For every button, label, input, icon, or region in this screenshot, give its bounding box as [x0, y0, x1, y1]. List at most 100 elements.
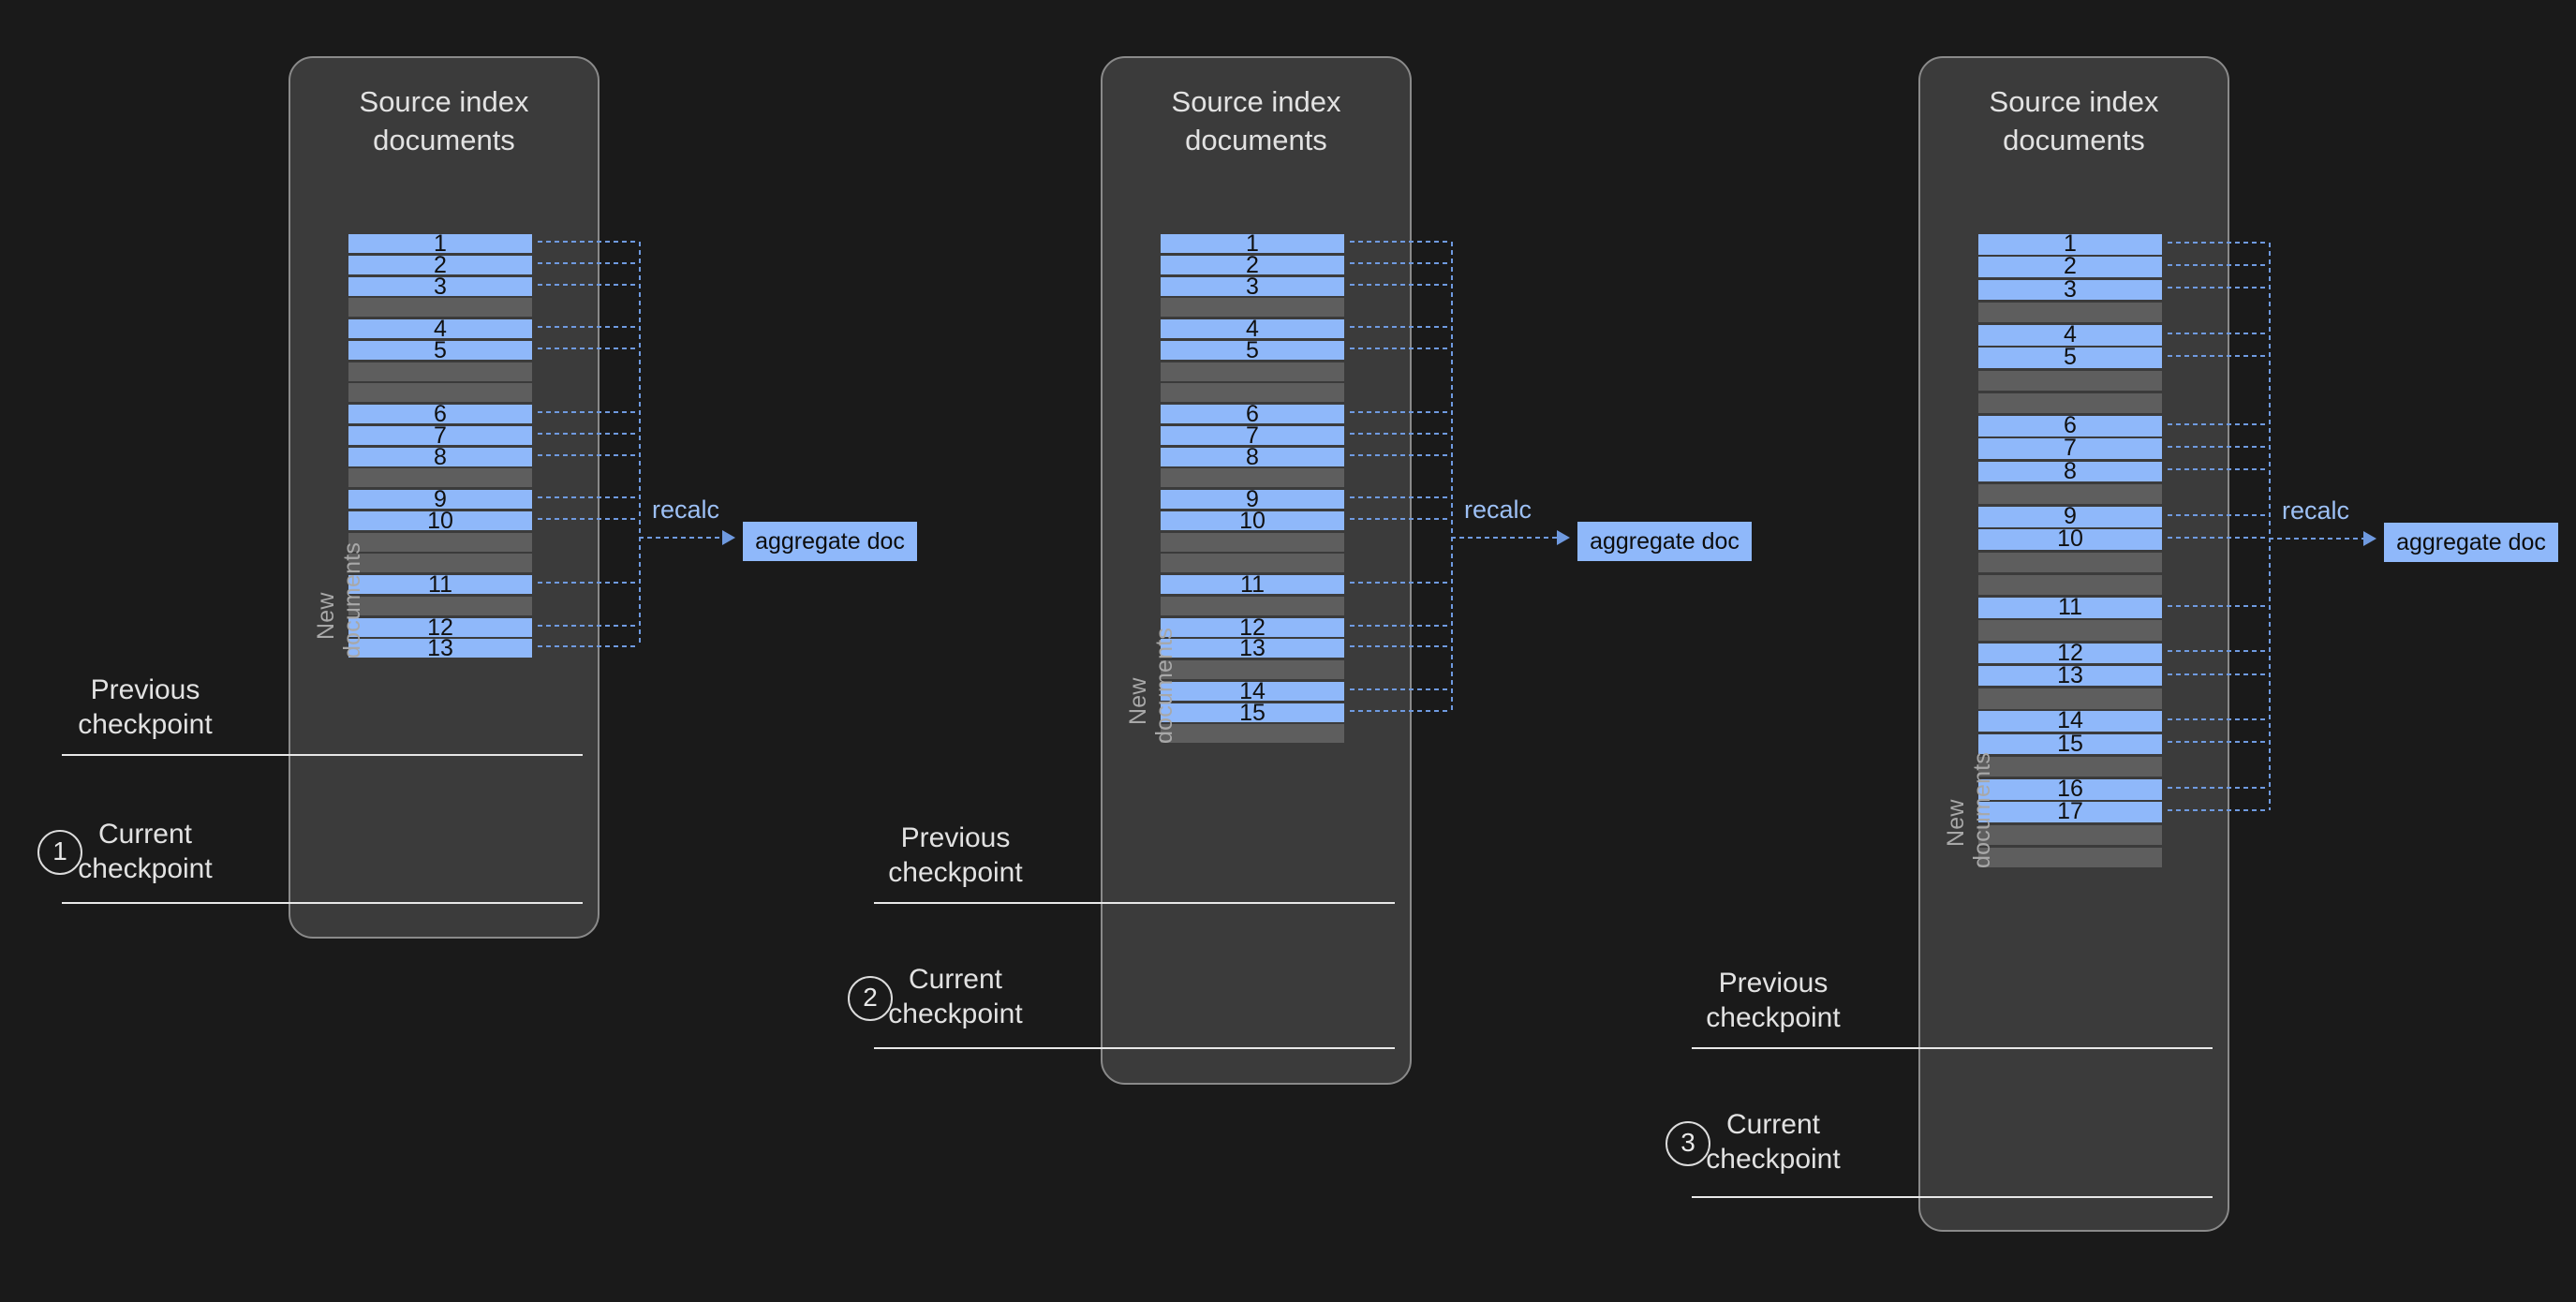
document-row-3: 3: [1978, 277, 2162, 301]
document-row-7: 7: [1161, 423, 1344, 447]
recalc-label: recalc: [652, 496, 720, 524]
document-row-label: 5: [1246, 336, 1259, 363]
document-row-empty: [1978, 620, 2162, 641]
document-row-4: 4: [348, 316, 532, 342]
document-connector: [2168, 468, 2269, 471]
document-row-13: 13: [1978, 664, 2162, 687]
step-number-badge-3: 3: [1666, 1121, 1710, 1166]
document-connector: [2168, 718, 2269, 720]
document-connector: [2168, 422, 2269, 425]
document-row-empty: [1161, 660, 1344, 679]
current-checkpoint-label: Current checkpoint: [888, 964, 1023, 1029]
document-row-empty: [1978, 302, 2162, 323]
document-row-label: 2: [2064, 253, 2077, 280]
aggregate-doc-box: aggregate doc: [1577, 522, 1752, 561]
document-row-empty: [1978, 688, 2162, 709]
document-row-label: 8: [434, 443, 447, 470]
document-row-label: 12: [427, 614, 453, 641]
document-row-label: 8: [2064, 457, 2077, 484]
document-row-label: 1: [434, 230, 447, 257]
document-connector: [538, 582, 639, 584]
document-connector: [1350, 645, 1451, 648]
document-connector: [2168, 446, 2269, 448]
document-row-1: 1: [348, 230, 532, 257]
document-row-2: 2: [348, 253, 532, 276]
document-connector: [538, 645, 639, 648]
document-row-empty: [1161, 362, 1344, 381]
document-row-empty: [1161, 298, 1344, 318]
document-row-2: 2: [1161, 253, 1344, 276]
document-connector: [538, 411, 639, 413]
current-checkpoint-label: Current checkpoint: [78, 819, 213, 884]
document-connector: [1350, 453, 1451, 456]
document-connector: [538, 496, 639, 498]
document-row-13: 13: [1161, 635, 1344, 662]
document-row-3: 3: [348, 273, 532, 300]
document-connector: [1350, 709, 1451, 712]
document-row-label: 13: [1239, 635, 1266, 662]
document-row-label: 11: [428, 571, 452, 598]
document-connector: [1350, 241, 1451, 243]
document-row-17: 17: [1978, 800, 2162, 822]
document-row-11: 11: [348, 571, 532, 598]
previous-checkpoint-label: Previous checkpoint: [888, 822, 1023, 888]
document-connector: [2168, 809, 2269, 811]
document-row-empty: [1978, 483, 2162, 505]
document-connector: [1350, 517, 1451, 520]
document-row-label: 12: [1239, 614, 1266, 641]
document-connector: [538, 453, 639, 456]
document-row-empty: [1978, 824, 2162, 845]
document-row-6: 6: [1161, 403, 1344, 426]
document-row-3: 3: [1161, 274, 1344, 298]
document-row-8: 8: [1978, 457, 2162, 484]
recalc-arrow-line: [2269, 538, 2365, 540]
new-documents-label: New documents: [1125, 627, 1177, 744]
recalc-label: recalc: [1464, 496, 1532, 524]
recalc-label: recalc: [2282, 496, 2350, 525]
document-row-8: 8: [1161, 443, 1344, 470]
document-row-5: 5: [348, 338, 532, 362]
document-row-empty: [1978, 552, 2162, 572]
document-row-5: 5: [1978, 346, 2162, 368]
document-connector: [1350, 624, 1451, 627]
previous-checkpoint-line: [1692, 1047, 2213, 1049]
aggregate-doc-box: aggregate doc: [743, 522, 917, 561]
document-row-label: 1: [1246, 230, 1259, 257]
document-row-label: 15: [1239, 699, 1266, 726]
document-row-label: 12: [2057, 639, 2083, 666]
document-connector: [2168, 673, 2269, 675]
document-connector: [2168, 650, 2269, 653]
document-row-label: 11: [2058, 594, 2082, 620]
document-row-12: 12: [348, 614, 532, 641]
document-connector: [1350, 283, 1451, 286]
document-row-empty: [348, 532, 532, 552]
current-checkpoint-line: [62, 902, 583, 904]
document-row-label: 14: [2057, 707, 2083, 734]
document-row-empty: [348, 596, 532, 615]
document-row-5: 5: [1161, 336, 1344, 363]
document-connector: [2168, 786, 2269, 789]
panel-title: Source index documents: [1171, 85, 1341, 156]
document-connector: [538, 261, 639, 264]
document-row-label: 4: [434, 316, 447, 342]
document-connector: [1350, 432, 1451, 435]
document-connector: [538, 241, 639, 243]
document-row-label: 7: [2064, 435, 2077, 462]
document-row-empty: [348, 468, 532, 488]
document-row-10: 10: [1978, 527, 2162, 550]
document-row-label: 3: [434, 273, 447, 300]
panel-title: Source index documents: [359, 85, 529, 156]
document-row-13: 13: [348, 637, 532, 660]
recalc-arrow-head: [1557, 530, 1570, 545]
document-row-12: 12: [1978, 639, 2162, 666]
document-row-empty: [1161, 468, 1344, 488]
document-connector: [1350, 326, 1451, 328]
document-row-label: 8: [1246, 443, 1259, 470]
document-connector: [2168, 241, 2269, 244]
step-number-badge-1: 1: [37, 830, 82, 875]
document-row-empty: [1161, 554, 1344, 573]
document-connector: [538, 326, 639, 328]
document-row-2: 2: [1978, 253, 2162, 280]
recalc-arrow-line: [639, 537, 724, 539]
